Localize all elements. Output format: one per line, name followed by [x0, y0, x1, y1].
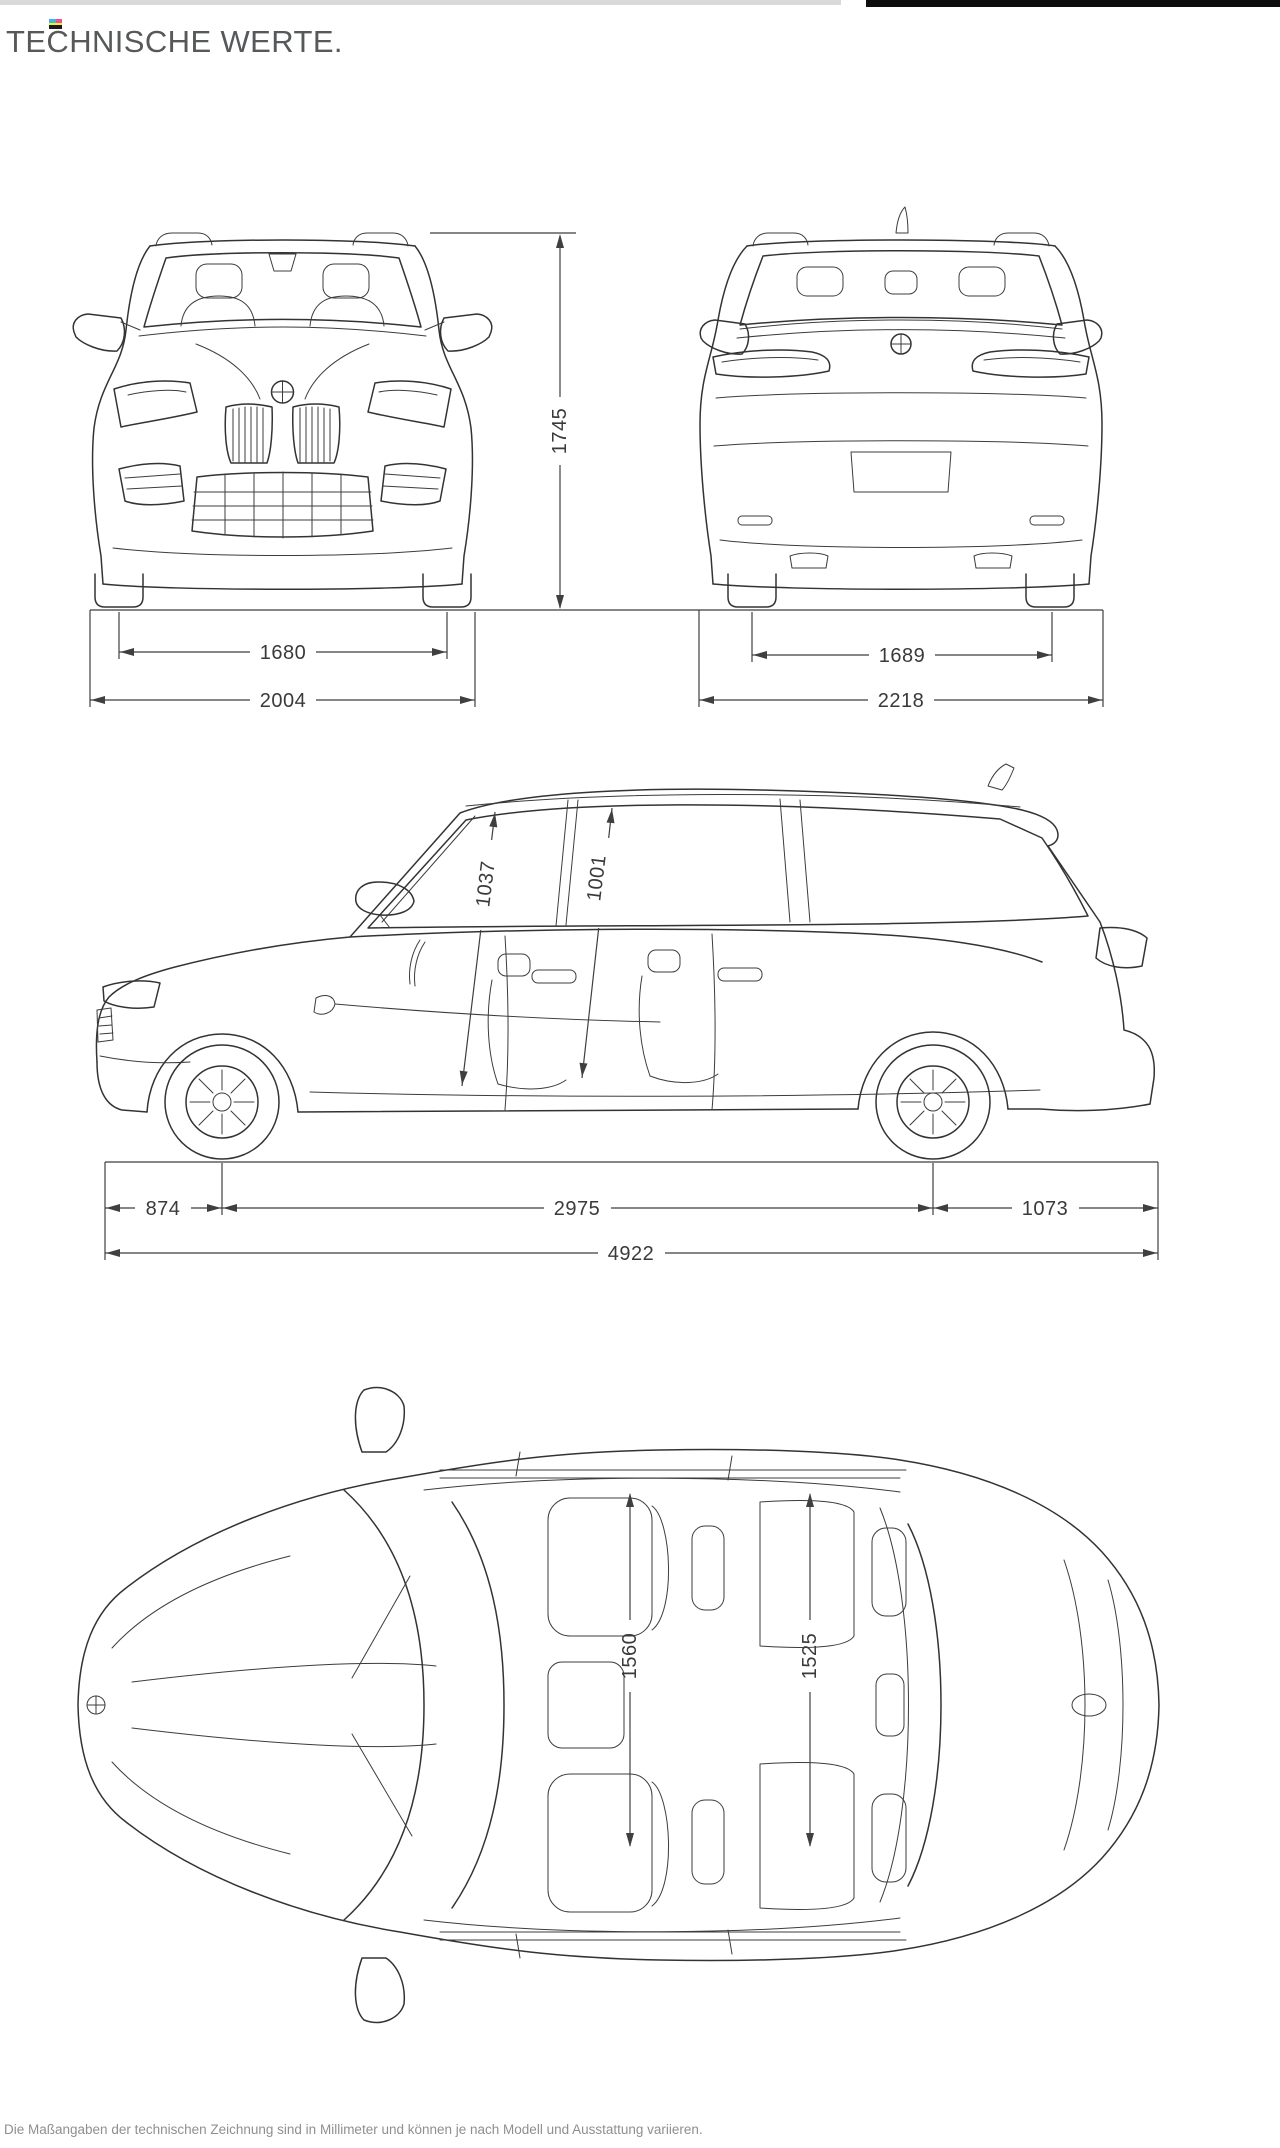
antenna-fin — [895, 206, 909, 234]
kidney-grille-right — [292, 403, 341, 464]
dim-overhang-rear: 1073 — [1022, 1198, 1069, 1220]
front-rear-dimensions: 1745 1680 2004 1689 2218 — [89, 232, 1104, 712]
dim-length: 4922 — [608, 1243, 655, 1265]
fender-vent — [313, 995, 336, 1015]
page-title: TECHNISCHE WERTE. — [6, 24, 343, 59]
dim-front-width: 2004 — [260, 690, 307, 712]
side-view-dimensions: 1037 1001 874 2975 1073 — [104, 807, 1159, 1265]
mirror-top — [354, 1386, 406, 1453]
front-seats — [547, 1497, 725, 1913]
print-bar-gray — [0, 0, 841, 5]
print-bar-black — [866, 0, 1280, 7]
front-rear-views: 1745 1680 2004 1689 2218 — [72, 206, 1104, 712]
bmw-roundel-icon — [86, 1695, 106, 1715]
wipers — [351, 1575, 413, 1837]
windshield — [343, 1489, 425, 1921]
print-registration-mark-icon — [49, 19, 62, 29]
rear-wheel — [875, 1044, 991, 1160]
headlight-left — [113, 380, 198, 428]
side-mirror-left — [699, 319, 750, 355]
dim-interior-height-rear: 1001 — [583, 854, 611, 903]
mirror-bottom — [354, 1957, 406, 2024]
rear-view-drawing — [699, 206, 1103, 608]
side-mirror-right — [1052, 319, 1103, 355]
rear-wheel-right — [1025, 573, 1075, 608]
rear-lamp — [1095, 926, 1148, 969]
side-view-drawing — [95, 763, 1156, 1160]
headlight-right — [367, 380, 452, 428]
front-wheel — [164, 1044, 280, 1160]
door-handle-rear — [717, 967, 763, 982]
dim-rear-width: 2218 — [878, 690, 925, 712]
headrest-left — [195, 263, 243, 299]
rear-seats — [759, 1499, 907, 1911]
front-wheel-left — [94, 573, 144, 608]
side-view: 1037 1001 874 2975 1073 — [95, 763, 1159, 1265]
taillight-right — [971, 349, 1090, 378]
side-mirror-right — [439, 313, 493, 352]
dim-interior-width-front: 1560 — [619, 1633, 641, 1680]
interior-seats — [409, 939, 719, 1090]
top-view-dimensions: 1560 1525 — [619, 1493, 821, 1847]
rear-window — [739, 250, 1063, 326]
footnote: Die Maßangaben der technischen Zeichnung… — [4, 2122, 703, 2137]
dim-front-height: 1745 — [549, 408, 571, 455]
dim-rear-track: 1689 — [879, 645, 926, 667]
interior-mirror — [268, 253, 297, 272]
headrest-right — [322, 263, 370, 299]
side-mirror-left — [72, 313, 126, 352]
dim-front-track: 1680 — [260, 642, 307, 664]
dim-interior-height-front: 1037 — [472, 860, 500, 909]
center-console — [547, 1661, 625, 1749]
antenna-fin — [987, 763, 1015, 791]
rear-wheel-left — [727, 573, 777, 608]
headlight — [102, 980, 161, 1009]
door-handle-front — [531, 969, 577, 984]
top-view: 1560 1525 — [77, 1386, 1160, 2024]
bmw-roundel-icon — [270, 380, 295, 404]
dim-wheelbase: 2975 — [554, 1198, 601, 1220]
taillight-left — [712, 349, 831, 378]
dim-overhang-front: 874 — [146, 1198, 181, 1220]
front-view-drawing — [72, 232, 493, 608]
dim-interior-width-rear: 1525 — [799, 1633, 821, 1680]
front-wheel-right — [422, 573, 472, 608]
side-mirror — [355, 881, 415, 916]
roof-rails — [439, 1469, 907, 1941]
top-view-drawing — [77, 1386, 1160, 2024]
rear-window — [907, 1523, 942, 1887]
bmw-roundel-icon — [890, 333, 912, 355]
kidney-grille-left — [224, 403, 273, 464]
